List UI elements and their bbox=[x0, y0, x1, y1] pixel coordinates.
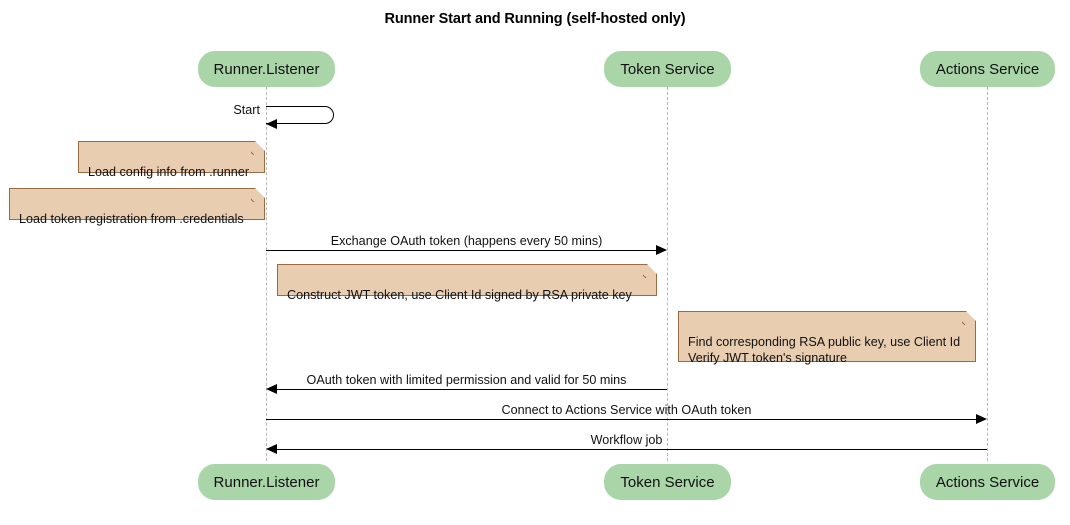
participant-token-top[interactable]: Token Service bbox=[604, 51, 731, 87]
note-load-config: Load config info from .runner bbox=[78, 141, 265, 179]
message-exchange-oauth-label: Exchange OAuth token (happens every 50 m… bbox=[330, 234, 603, 248]
participant-actions-bottom[interactable]: Actions Service bbox=[920, 464, 1055, 500]
participant-label: Token Service bbox=[620, 473, 715, 491]
participant-runner-bottom[interactable]: Runner.Listener bbox=[198, 464, 335, 500]
lifeline-runner bbox=[266, 87, 267, 461]
note-text: Load token registration from .credential… bbox=[19, 212, 244, 226]
note-text: Construct JWT token, use Client Id signe… bbox=[287, 288, 632, 302]
message-workflow-job-line bbox=[277, 449, 987, 450]
message-oauth-return-line bbox=[277, 389, 667, 390]
lifeline-token bbox=[667, 87, 668, 461]
note-fold-edge-icon bbox=[962, 311, 976, 325]
note-verify-jwt: Find corresponding RSA public key, use C… bbox=[678, 311, 976, 365]
message-oauth-return-label: OAuth token with limited permission and … bbox=[306, 373, 627, 387]
note-text: Find corresponding RSA public key, use C… bbox=[688, 335, 961, 365]
participant-actions-top[interactable]: Actions Service bbox=[920, 51, 1055, 87]
note-text: Load config info from .runner bbox=[88, 165, 250, 179]
message-connect-actions-arrowhead bbox=[976, 414, 987, 424]
note-load-token-registration: Load token registration from .credential… bbox=[9, 188, 265, 226]
note-fold-edge-icon bbox=[251, 141, 265, 155]
participant-label: Actions Service bbox=[935, 60, 1040, 78]
participant-label: Runner.Listener bbox=[213, 60, 320, 78]
diagram-title: Runner Start and Running (self-hosted on… bbox=[384, 11, 686, 27]
message-start-label: Start bbox=[233, 103, 260, 117]
message-connect-actions-label: Connect to Actions Service with OAuth to… bbox=[501, 403, 752, 417]
participant-label: Runner.Listener bbox=[213, 473, 320, 491]
participant-label: Actions Service bbox=[935, 473, 1040, 491]
message-workflow-job-arrowhead bbox=[266, 444, 277, 454]
note-fold-edge-icon bbox=[251, 188, 265, 202]
lifeline-actions bbox=[987, 87, 988, 461]
message-exchange-oauth-line bbox=[266, 250, 656, 251]
message-exchange-oauth-arrowhead bbox=[656, 245, 667, 255]
message-oauth-return-arrowhead bbox=[266, 384, 277, 394]
message-start-arrowhead bbox=[266, 119, 277, 129]
participant-token-bottom[interactable]: Token Service bbox=[604, 464, 731, 500]
message-start-loop bbox=[266, 106, 334, 124]
participant-runner-top[interactable]: Runner.Listener bbox=[198, 51, 335, 87]
message-workflow-job-label: Workflow job bbox=[590, 433, 663, 447]
note-fold-edge-icon bbox=[643, 264, 657, 278]
note-construct-jwt: Construct JWT token, use Client Id signe… bbox=[277, 264, 657, 302]
message-connect-actions-line bbox=[266, 419, 976, 420]
participant-label: Token Service bbox=[620, 60, 715, 78]
